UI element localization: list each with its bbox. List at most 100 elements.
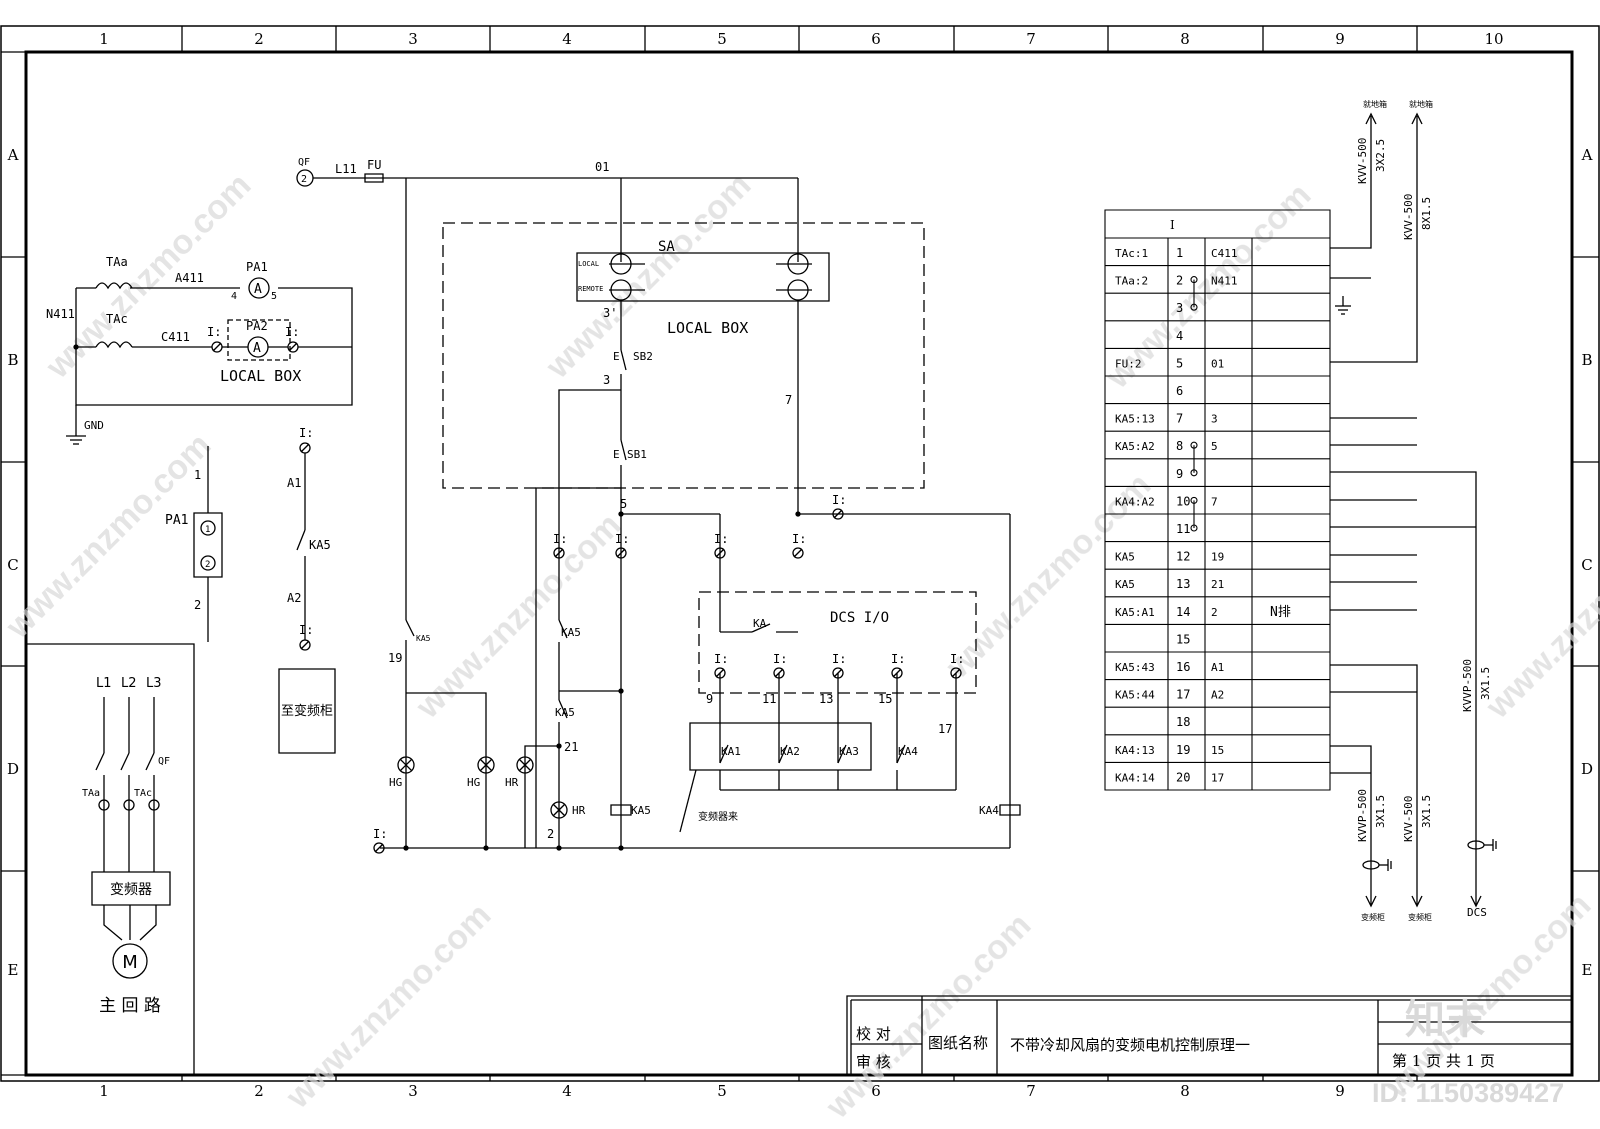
current-transformer-tac	[96, 342, 132, 347]
col-label: 3	[408, 30, 418, 48]
col-label: 5	[717, 1082, 727, 1100]
terminal-cell-ref: TAa:2	[1115, 275, 1148, 288]
svg-text:LOCAL BOX: LOCAL BOX	[220, 367, 301, 385]
drawing-frame	[1, 26, 1599, 1081]
svg-text:L1: L1	[96, 676, 112, 691]
terminal-cell-wire: 5	[1211, 440, 1218, 453]
row-label: D	[7, 760, 19, 778]
terminal-cell-num: 2	[1176, 274, 1183, 288]
svg-text:3: 3	[603, 373, 610, 387]
svg-text:2: 2	[547, 827, 554, 841]
motor-icon	[113, 944, 147, 978]
dcs-io-dashed	[699, 592, 976, 693]
svg-text:L2: L2	[121, 676, 137, 691]
terminal-cell-wire: 15	[1211, 744, 1224, 757]
ground-icon	[66, 405, 86, 444]
terminal-cell-num: 4	[1176, 329, 1183, 343]
col-label: 4	[562, 30, 572, 48]
pa1-labels: 1 PA1 1 2 2	[165, 468, 210, 612]
terminal-cell-ref: KA5:13	[1115, 413, 1155, 426]
terminal-cell-ref: KA5	[1115, 551, 1135, 564]
terminal-cell-num: 1	[1176, 246, 1183, 260]
terminal-cell-wire: C411	[1211, 247, 1238, 260]
svg-text:I:: I:	[285, 325, 299, 339]
svg-text:KA5: KA5	[561, 626, 581, 639]
svg-text:SB2: SB2	[633, 350, 653, 363]
terminal-cell-wire: 17	[1211, 771, 1224, 784]
ammeter-pa2-icon	[248, 337, 268, 357]
svg-text:I:: I:	[832, 652, 846, 666]
row-label: B	[1581, 351, 1592, 369]
svg-text:KVV-500: KVV-500	[1356, 138, 1369, 184]
svg-text:A411: A411	[175, 271, 204, 285]
svg-text:15: 15	[878, 692, 892, 706]
svg-text:TAc: TAc	[106, 312, 128, 326]
svg-text:HG: HG	[389, 776, 402, 789]
terminal-cell-num: 19	[1176, 743, 1190, 757]
vfd-ready-box	[690, 723, 871, 770]
watermark: www.znzmo.com www.znzmo.com www.znzmo.co…	[0, 166, 1600, 1126]
vfd-box	[92, 872, 170, 905]
svg-text:KA5: KA5	[555, 706, 575, 719]
frame-column-dividers	[1, 26, 1599, 1081]
terminal-cell-wire: A2	[1211, 689, 1224, 702]
relay-coil-ka5	[611, 805, 631, 815]
main-circuit-labels: L1 L2 L3 QF TAa TAc 变频器 M 主 回 路	[82, 676, 170, 1016]
col-label: 6	[871, 1082, 881, 1100]
title-block-text: 校 对 审 核 图纸名称 不带冷却风扇的变频电机控制原理一 第 1 页 共 1 …	[856, 1025, 1495, 1071]
vfd-link	[279, 443, 335, 753]
terminal-cell-num: 6	[1176, 384, 1183, 398]
col-label: 2	[254, 30, 264, 48]
terminal-cell-wire: 01	[1211, 357, 1224, 370]
svg-text:KVV-500: KVV-500	[1402, 194, 1415, 240]
fuse-icon	[365, 174, 383, 182]
svg-text:KA4: KA4	[898, 745, 918, 758]
col-label: 9	[1335, 1082, 1345, 1100]
col-label: 3	[408, 1082, 418, 1100]
terminal-block-header: I	[1170, 218, 1175, 232]
col-label: 1	[99, 1082, 109, 1100]
svg-text:9: 9	[706, 692, 713, 706]
svg-text:KA5: KA5	[309, 538, 331, 552]
svg-text:www.znzmo.com: www.znzmo.com	[0, 426, 218, 646]
drawing-name-label: 图纸名称	[928, 1034, 988, 1052]
terminal-cell-ref: TAc:1	[1115, 247, 1148, 260]
col-label: 9	[1335, 30, 1345, 48]
svg-text:7: 7	[785, 393, 792, 407]
svg-text:DCS: DCS	[1467, 906, 1487, 919]
local-box-pa2	[228, 320, 290, 360]
drawing-name: 不带冷却风扇的变频电机控制原理一	[1010, 1036, 1250, 1054]
svg-text:M: M	[122, 952, 138, 973]
svg-text:2: 2	[301, 174, 307, 185]
svg-text:KA: KA	[753, 617, 767, 630]
svg-text:N411: N411	[46, 307, 75, 321]
svg-text:E: E	[613, 448, 620, 461]
svg-text:KA5: KA5	[631, 804, 651, 817]
terminal-cell-wire: 3	[1211, 413, 1218, 426]
current-transformer-taa	[96, 283, 132, 288]
svg-text:I:: I:	[553, 532, 567, 546]
svg-text:www.znzmo.com: www.znzmo.com	[278, 896, 498, 1116]
terminal-cell-wire: 19	[1211, 551, 1224, 564]
terminal-icon	[288, 342, 298, 352]
vfd-link-labels: I: A1 KA5 A2 I: 至变频柜	[281, 426, 333, 719]
terminal-cell-wire: N411	[1211, 275, 1238, 288]
svg-text:1: 1	[194, 468, 201, 482]
terminal-cell-num: 5	[1176, 356, 1183, 370]
svg-text:I:: I:	[714, 652, 728, 666]
terminal-cell-num: 9	[1176, 467, 1183, 481]
svg-text:QF: QF	[298, 157, 310, 168]
svg-text:PA1: PA1	[246, 260, 268, 274]
page-number: 第 1 页 共 1 页	[1392, 1052, 1495, 1070]
svg-text:I:: I:	[299, 623, 313, 637]
svg-text:KA3: KA3	[839, 745, 859, 758]
svg-text:3X2.5: 3X2.5	[1374, 139, 1387, 172]
svg-text:4: 4	[231, 291, 237, 302]
col-label: 7	[1026, 1082, 1036, 1100]
terminal-cell-num: 13	[1176, 577, 1190, 591]
meter-circuit	[66, 278, 352, 444]
svg-text:TAa: TAa	[82, 788, 100, 799]
terminal-cell-num: 15	[1176, 632, 1190, 646]
control-circuit	[297, 170, 1020, 853]
